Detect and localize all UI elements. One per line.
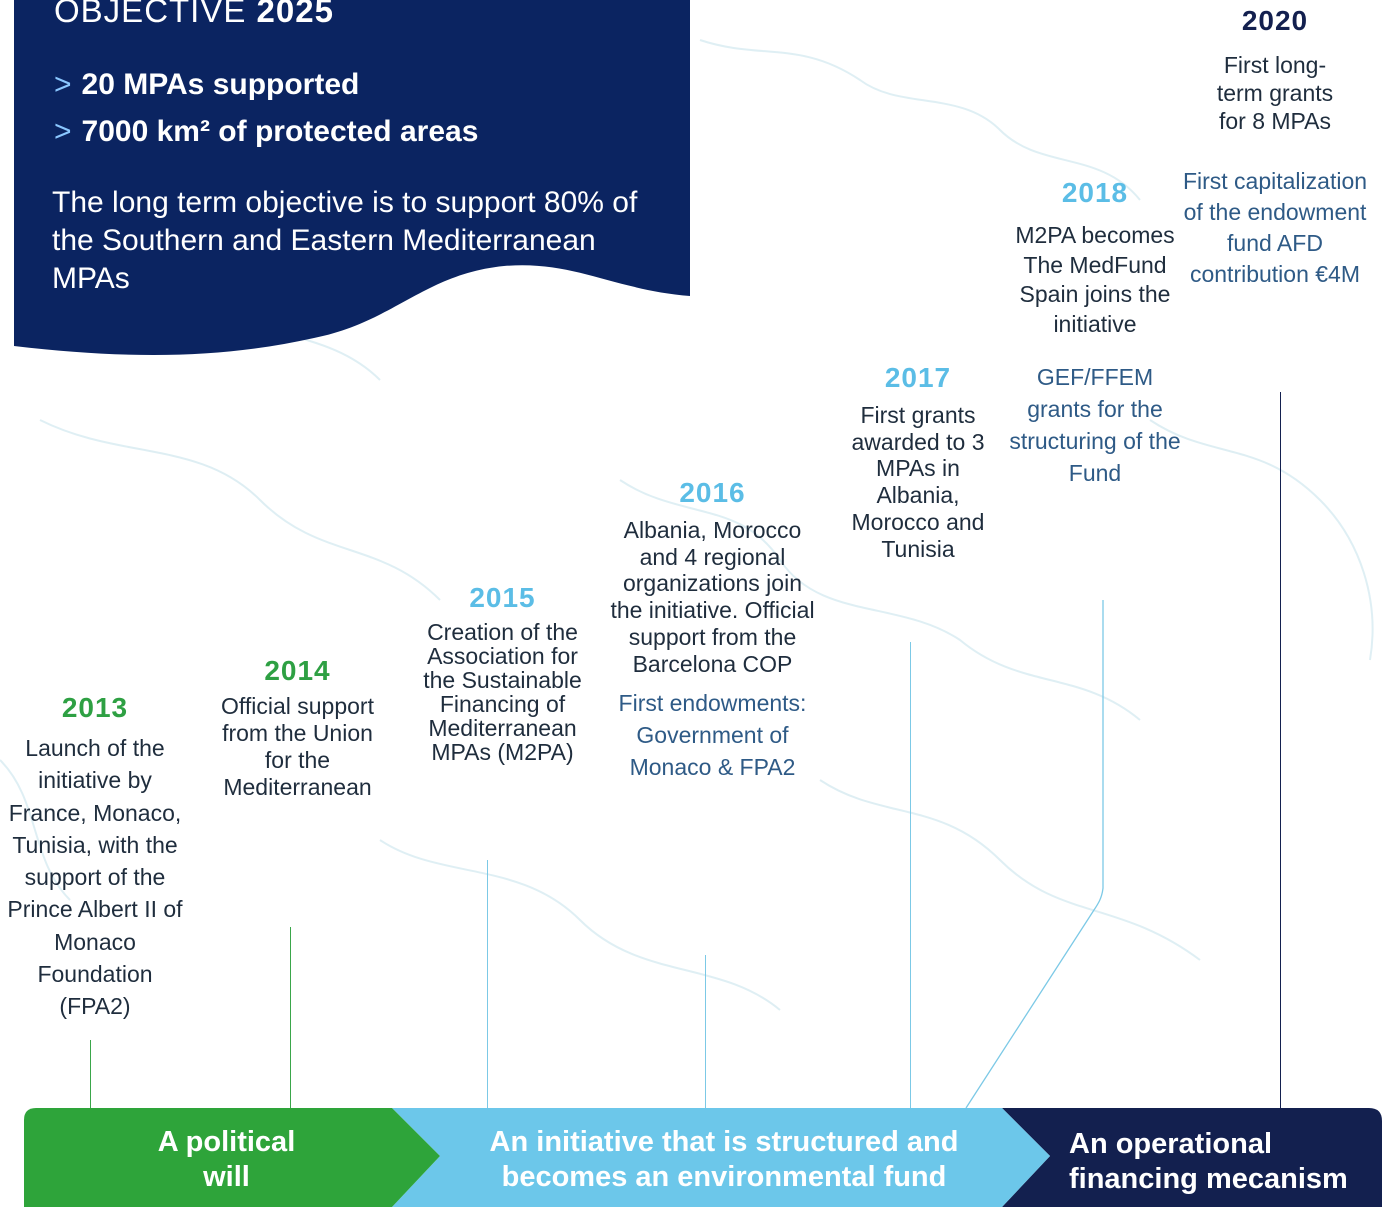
- chevron-right-icon: >: [54, 115, 72, 148]
- event-2017: 2017 First grants awarded to 3 MPAs in A…: [838, 362, 998, 562]
- phase-label-3: An operational financing mecanism: [1069, 1128, 1348, 1195]
- event-2016: 2016 Albania, Morocco and 4 regional org…: [610, 477, 815, 783]
- event-2018: 2018 M2PA becomes The MedFund Spain join…: [1005, 177, 1185, 489]
- event-year: 2016: [679, 477, 746, 508]
- phase-band: A political will An initiative that is s…: [24, 1108, 1382, 1207]
- connector-2018: [965, 600, 1104, 1109]
- event-secondary-text: First capitalization of the endowment fu…: [1182, 167, 1368, 287]
- event-text: Creation of the Association for the Sust…: [423, 619, 582, 766]
- phase-label-2: An initiative that is structured and bec…: [489, 1126, 959, 1193]
- phase-2-arrow: [392, 1108, 1050, 1207]
- phase-1-arrow: [24, 1108, 440, 1207]
- phase-label-1: A political will: [157, 1126, 296, 1193]
- event-text: Launch of the initiative by France, Mona…: [7, 735, 183, 1020]
- objective-title-light: OBJECTIVE: [54, 0, 247, 29]
- event-text: First grants awarded to 3 MPAs in Albani…: [851, 402, 985, 562]
- event-2020: 2020 First long-term grants for 8 MPAs F…: [1180, 5, 1370, 290]
- event-year: 2018: [1061, 177, 1129, 208]
- objective-bullet-1: >20 MPAs supported: [54, 68, 360, 101]
- objective-title-year: 2025: [256, 0, 334, 29]
- phase-band-shapes: [24, 1108, 1382, 1207]
- event-year: 2013: [61, 692, 129, 723]
- phase-3-arrow: [1002, 1108, 1382, 1207]
- connector-2013: [90, 1040, 91, 1108]
- event-secondary-text: GEF/FFEM grants for the structuring of t…: [1009, 364, 1181, 486]
- event-year: 2017: [884, 362, 952, 393]
- event-text: First long-term grants for 8 MPAs: [1216, 52, 1334, 135]
- event-2013: 2013 Launch of the initiative by France,…: [0, 692, 190, 1023]
- event-text: Albania, Morocco and 4 regional organiza…: [610, 517, 815, 677]
- event-text: Official support from the Union for the …: [221, 693, 374, 800]
- chevron-right-icon: >: [54, 68, 72, 101]
- connector-2020: [1280, 392, 1281, 1108]
- connector-2016: [705, 955, 706, 1108]
- event-year: 2015: [469, 582, 536, 613]
- connector-2017: [910, 642, 911, 1108]
- objective-description: The long term objective is to support 80…: [52, 186, 638, 295]
- objective-panel-background: [14, 0, 690, 356]
- event-year: 2014: [264, 655, 331, 686]
- connector-2014: [290, 927, 291, 1108]
- objective-panel: OBJECTIVE 2025 >20 MPAs supported >7000 …: [14, 0, 690, 368]
- event-year: 2020: [1241, 5, 1309, 36]
- objective-bullet-2: >7000 km² of protected areas: [54, 115, 479, 148]
- event-2014: 2014 Official support from the Union for…: [210, 655, 385, 801]
- event-text: M2PA becomes The MedFund Spain joins the…: [1015, 222, 1175, 337]
- event-2015: 2015 Creation of the Association for the…: [415, 582, 590, 765]
- objective-title: OBJECTIVE 2025: [54, 0, 334, 30]
- connector-2015: [487, 860, 488, 1108]
- event-secondary-text: First endowments: Government of Monaco &…: [618, 690, 807, 781]
